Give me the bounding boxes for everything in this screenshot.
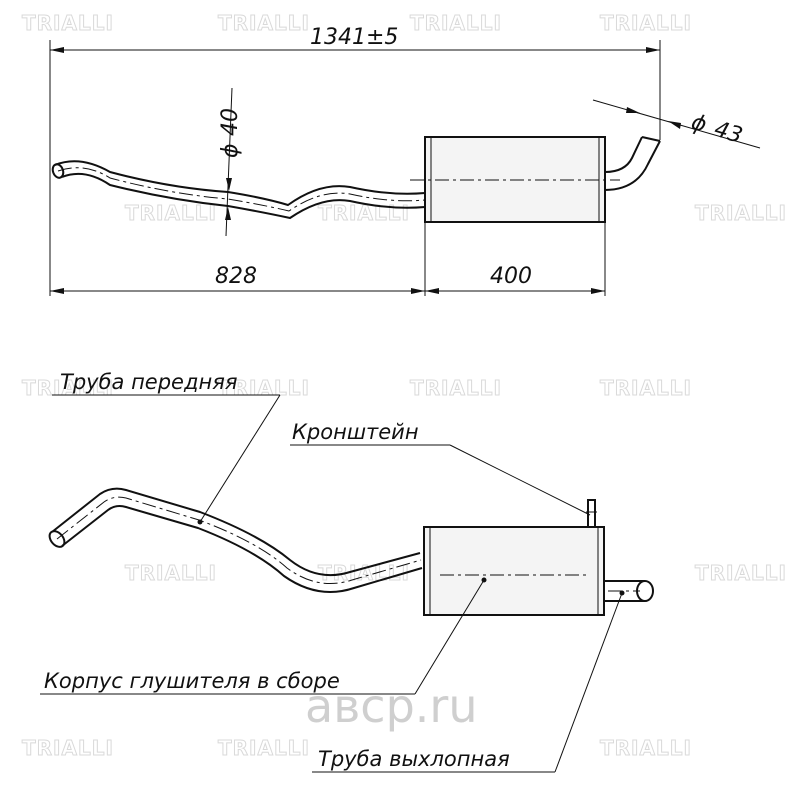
front-pipe-diameter-value: 40 [218,108,243,136]
muffler-length-value: 400 [490,264,532,289]
watermark: TRIALLI [600,736,692,760]
watermark: TRIALLI [218,736,310,760]
front-pipe-bottom-edge [61,505,423,593]
front-section-length-value: 828 [215,264,257,289]
watermark: TRIALLI [125,561,217,585]
watermark: TRIALLI [600,11,692,35]
watermark-grid: TRIALLI TRIALLI TRIALLI TRIALLI TRIALLI … [22,11,787,761]
diameter-leader [225,87,233,237]
muffler-body-label: Корпус глушителя в сборе [44,669,340,693]
watermark: TRIALLI [318,561,410,585]
leader-dot [197,519,203,525]
arrowhead [591,288,605,294]
watermark: TRIALLI [695,201,787,225]
dimensioned-view: 1341±5 828 400 ϕ 40 [49,25,761,296]
watermark: TRIALLI [600,376,692,400]
arrowhead [425,288,439,294]
bracket [587,499,596,528]
tail-pipe-diameter-value: 43 [711,117,745,149]
front-pipe-top-edge [54,160,426,207]
leader-line [449,444,591,516]
tail-pipe-edge [604,140,661,191]
tail-pipe-end [641,136,661,142]
arrowhead [626,107,640,113]
front-pipe-bottom-edge [61,172,426,220]
watermark: TRIALLI [22,11,114,35]
tail-pipe-diameter: ϕ 43 [688,110,745,149]
watermark: TRIALLI [695,561,787,585]
front-pipe-centerline [57,167,426,212]
arrowhead [668,121,681,129]
site-logo: авср.ru [305,679,477,733]
leader-dot [619,590,625,596]
arrowhead [226,178,232,191]
watermark: TRIALLI [410,376,502,400]
arrowhead [646,47,660,53]
diameter-symbol: ϕ [688,110,709,138]
watermark: TRIALLI [125,201,217,225]
arrowhead [50,288,64,294]
front-pipe-top-edge [51,487,421,577]
arrowhead [225,207,231,220]
leader-line [554,592,623,773]
muffler-body [423,526,605,616]
arrowhead [50,47,64,53]
site-logo-text: авср.ru [305,679,477,733]
tail-pipe-label: Труба выхлопная [318,747,510,771]
leader-dot [481,577,487,583]
watermark: TRIALLI [410,11,502,35]
labeled-view: Труба передняя Кронштейн Корпус глушител… [40,370,654,773]
watermark: TRIALLI [22,736,114,760]
front-pipe-label: Труба передняя [60,370,238,394]
leader-line [414,579,485,695]
watermark: TRIALLI [218,376,310,400]
bracket-label: Кронштейн [292,420,419,444]
arrowhead [411,288,425,294]
watermark: TRIALLI [218,11,310,35]
leader-line [199,394,281,523]
tail-pipe-edge [604,136,643,173]
front-pipe-diameter: ϕ 40 [218,108,243,158]
overall-length-value: 1341±5 [310,25,398,50]
watermark: TRIALLI [22,376,114,400]
diameter-symbol: ϕ [218,143,243,158]
